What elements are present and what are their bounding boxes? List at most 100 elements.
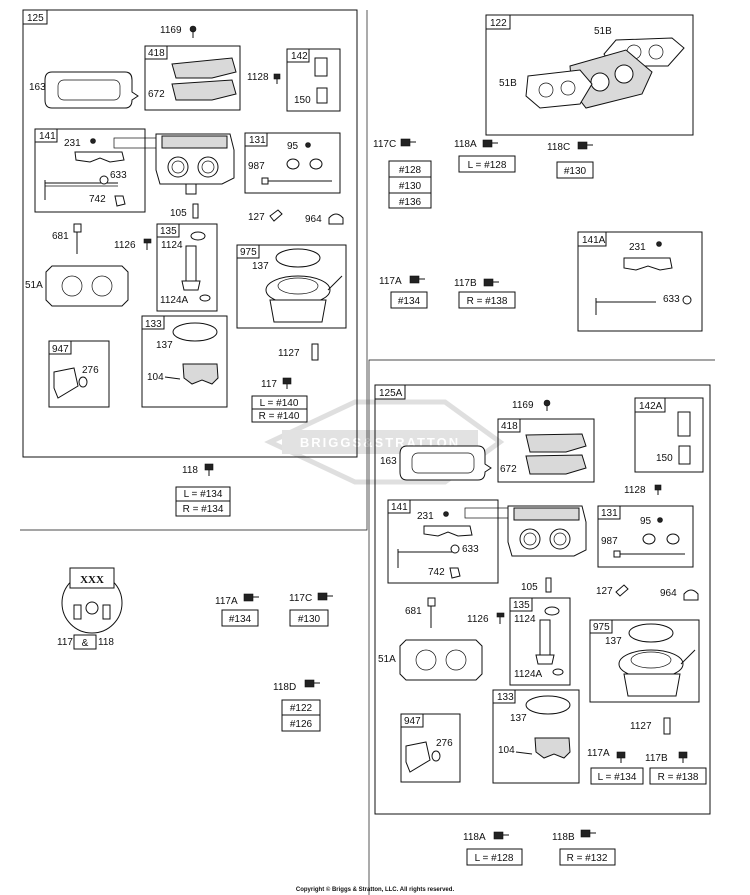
svg-text:947: 947	[52, 344, 69, 355]
screw-1126-b-icon	[496, 612, 505, 624]
ref-box-117A-lower: #134	[221, 609, 259, 627]
assembly-131: 131 95 987	[244, 132, 341, 194]
assembly-418-b: 418 672	[497, 418, 595, 483]
gasket-163	[44, 71, 139, 109]
part-label-105: 105	[170, 208, 187, 219]
assembly-122: 122 51B 51B	[485, 14, 694, 136]
svg-text:95: 95	[287, 141, 299, 152]
svg-text:142A: 142A	[639, 401, 663, 412]
part-label-118A-b: 118A	[463, 832, 486, 843]
assembly-975-b: 975 137	[589, 619, 700, 703]
screw-117B-b-icon	[678, 751, 688, 763]
svg-text:R = #140: R = #140	[259, 411, 300, 422]
gasket-163-b	[399, 445, 492, 481]
ref-box-117A-b: L = #134	[590, 767, 644, 785]
svg-text:R = #132: R = #132	[567, 853, 608, 864]
screw-118A-icon	[482, 139, 498, 148]
part-label-1127-b: 1127	[630, 721, 652, 732]
screw-118A-b-icon	[493, 831, 509, 840]
svg-text:276: 276	[82, 365, 99, 376]
part-label-1126-b: 1126	[467, 614, 489, 625]
svg-text:#136: #136	[399, 197, 422, 208]
svg-text:987: 987	[601, 536, 618, 547]
part-label-1126: 1126	[114, 240, 136, 251]
jet-105-icon	[192, 203, 199, 219]
svg-text:1124A: 1124A	[514, 669, 543, 680]
assembly-418: 418 672	[144, 45, 241, 111]
part-label-681: 681	[52, 231, 69, 242]
carburetor-lower	[464, 505, 587, 557]
svg-text:141A: 141A	[582, 235, 606, 246]
clip-127-b-icon	[615, 584, 629, 597]
svg-text:L = #134: L = #134	[598, 772, 637, 783]
part-label-118A: 118A	[454, 139, 477, 150]
assembly-141-b: 141 231 633 742	[387, 499, 499, 584]
part-label-117C-lower: 117C	[289, 593, 312, 604]
svg-text:#134: #134	[229, 614, 252, 625]
bolt-1127-icon	[311, 343, 319, 361]
part-label-117: 117	[261, 379, 277, 390]
ref-box-117C: #128 #130 #136	[388, 160, 432, 209]
svg-text:R = #138: R = #138	[467, 296, 508, 307]
svg-text:947: 947	[404, 716, 421, 727]
svg-text:672: 672	[500, 464, 517, 475]
ref-box-140: L = #140 R = #140	[251, 395, 308, 423]
part-label-127-b: 127	[596, 586, 613, 597]
svg-text:141: 141	[39, 131, 56, 142]
svg-text:742: 742	[428, 567, 445, 578]
ref-box-117B-b: R = #138	[649, 767, 707, 785]
needle-681-icon	[73, 223, 82, 254]
frame-125	[22, 9, 358, 458]
screw-117C-lower-icon	[317, 592, 333, 601]
svg-text:987: 987	[248, 161, 265, 172]
bolt-1127-b-icon	[663, 717, 671, 735]
screw-1128-icon	[273, 73, 281, 84]
carburetor-main	[113, 133, 235, 195]
svg-text:1124: 1124	[514, 614, 536, 625]
gasket-51A	[45, 265, 129, 307]
svg-text:633: 633	[462, 544, 479, 555]
svg-text:633: 633	[663, 294, 680, 305]
screw-118C-icon	[577, 141, 593, 150]
screw-1169-b-icon	[543, 399, 551, 411]
svg-text:125A: 125A	[379, 388, 403, 399]
screw-117C-icon	[400, 138, 416, 147]
ref-box-118C: #130	[556, 161, 594, 179]
needle-681-b-icon	[427, 597, 436, 628]
jet-105-b-icon	[545, 577, 552, 593]
svg-text:135: 135	[160, 226, 177, 237]
gasket-51A-b	[399, 639, 483, 681]
svg-text:#130: #130	[399, 181, 422, 192]
svg-text:975: 975	[593, 622, 610, 633]
cap-964-icon	[328, 213, 344, 225]
part-label-163-b: 163	[380, 456, 397, 467]
ref-box-118A: L = #128	[458, 155, 516, 173]
svg-text:150: 150	[294, 95, 311, 106]
part-label-118C: 118C	[547, 142, 570, 153]
solenoid-142	[314, 57, 328, 77]
copyright-text: Copyright © Briggs & Stratton, LLC. All …	[296, 886, 455, 893]
ref-box-117A: #134	[390, 291, 428, 309]
part-label-51A: 51A	[25, 280, 43, 291]
part-label-118: 118	[98, 637, 114, 648]
svg-text:R = #138: R = #138	[658, 772, 699, 783]
svg-text:104: 104	[498, 745, 515, 756]
part-label-1127: 1127	[278, 348, 300, 359]
svg-text:231: 231	[64, 138, 81, 149]
gasket-418-lower	[171, 79, 237, 101]
part-label-117A-b: 117A	[587, 748, 610, 759]
svg-text:133: 133	[497, 692, 514, 703]
svg-text:137: 137	[156, 340, 173, 351]
screw-117B-icon	[483, 278, 499, 287]
svg-text:125: 125	[27, 13, 44, 24]
ref-box-118B: R = #132	[559, 848, 616, 866]
bracket-141	[74, 151, 125, 163]
gasket-418-upper	[171, 57, 237, 79]
screw-1128-b-icon	[654, 484, 662, 495]
svg-text:51B: 51B	[499, 78, 517, 89]
part-label-681-b: 681	[405, 606, 422, 617]
part-label-105-b: 105	[521, 582, 538, 593]
svg-text:#130: #130	[298, 614, 321, 625]
svg-text:742: 742	[89, 194, 106, 205]
